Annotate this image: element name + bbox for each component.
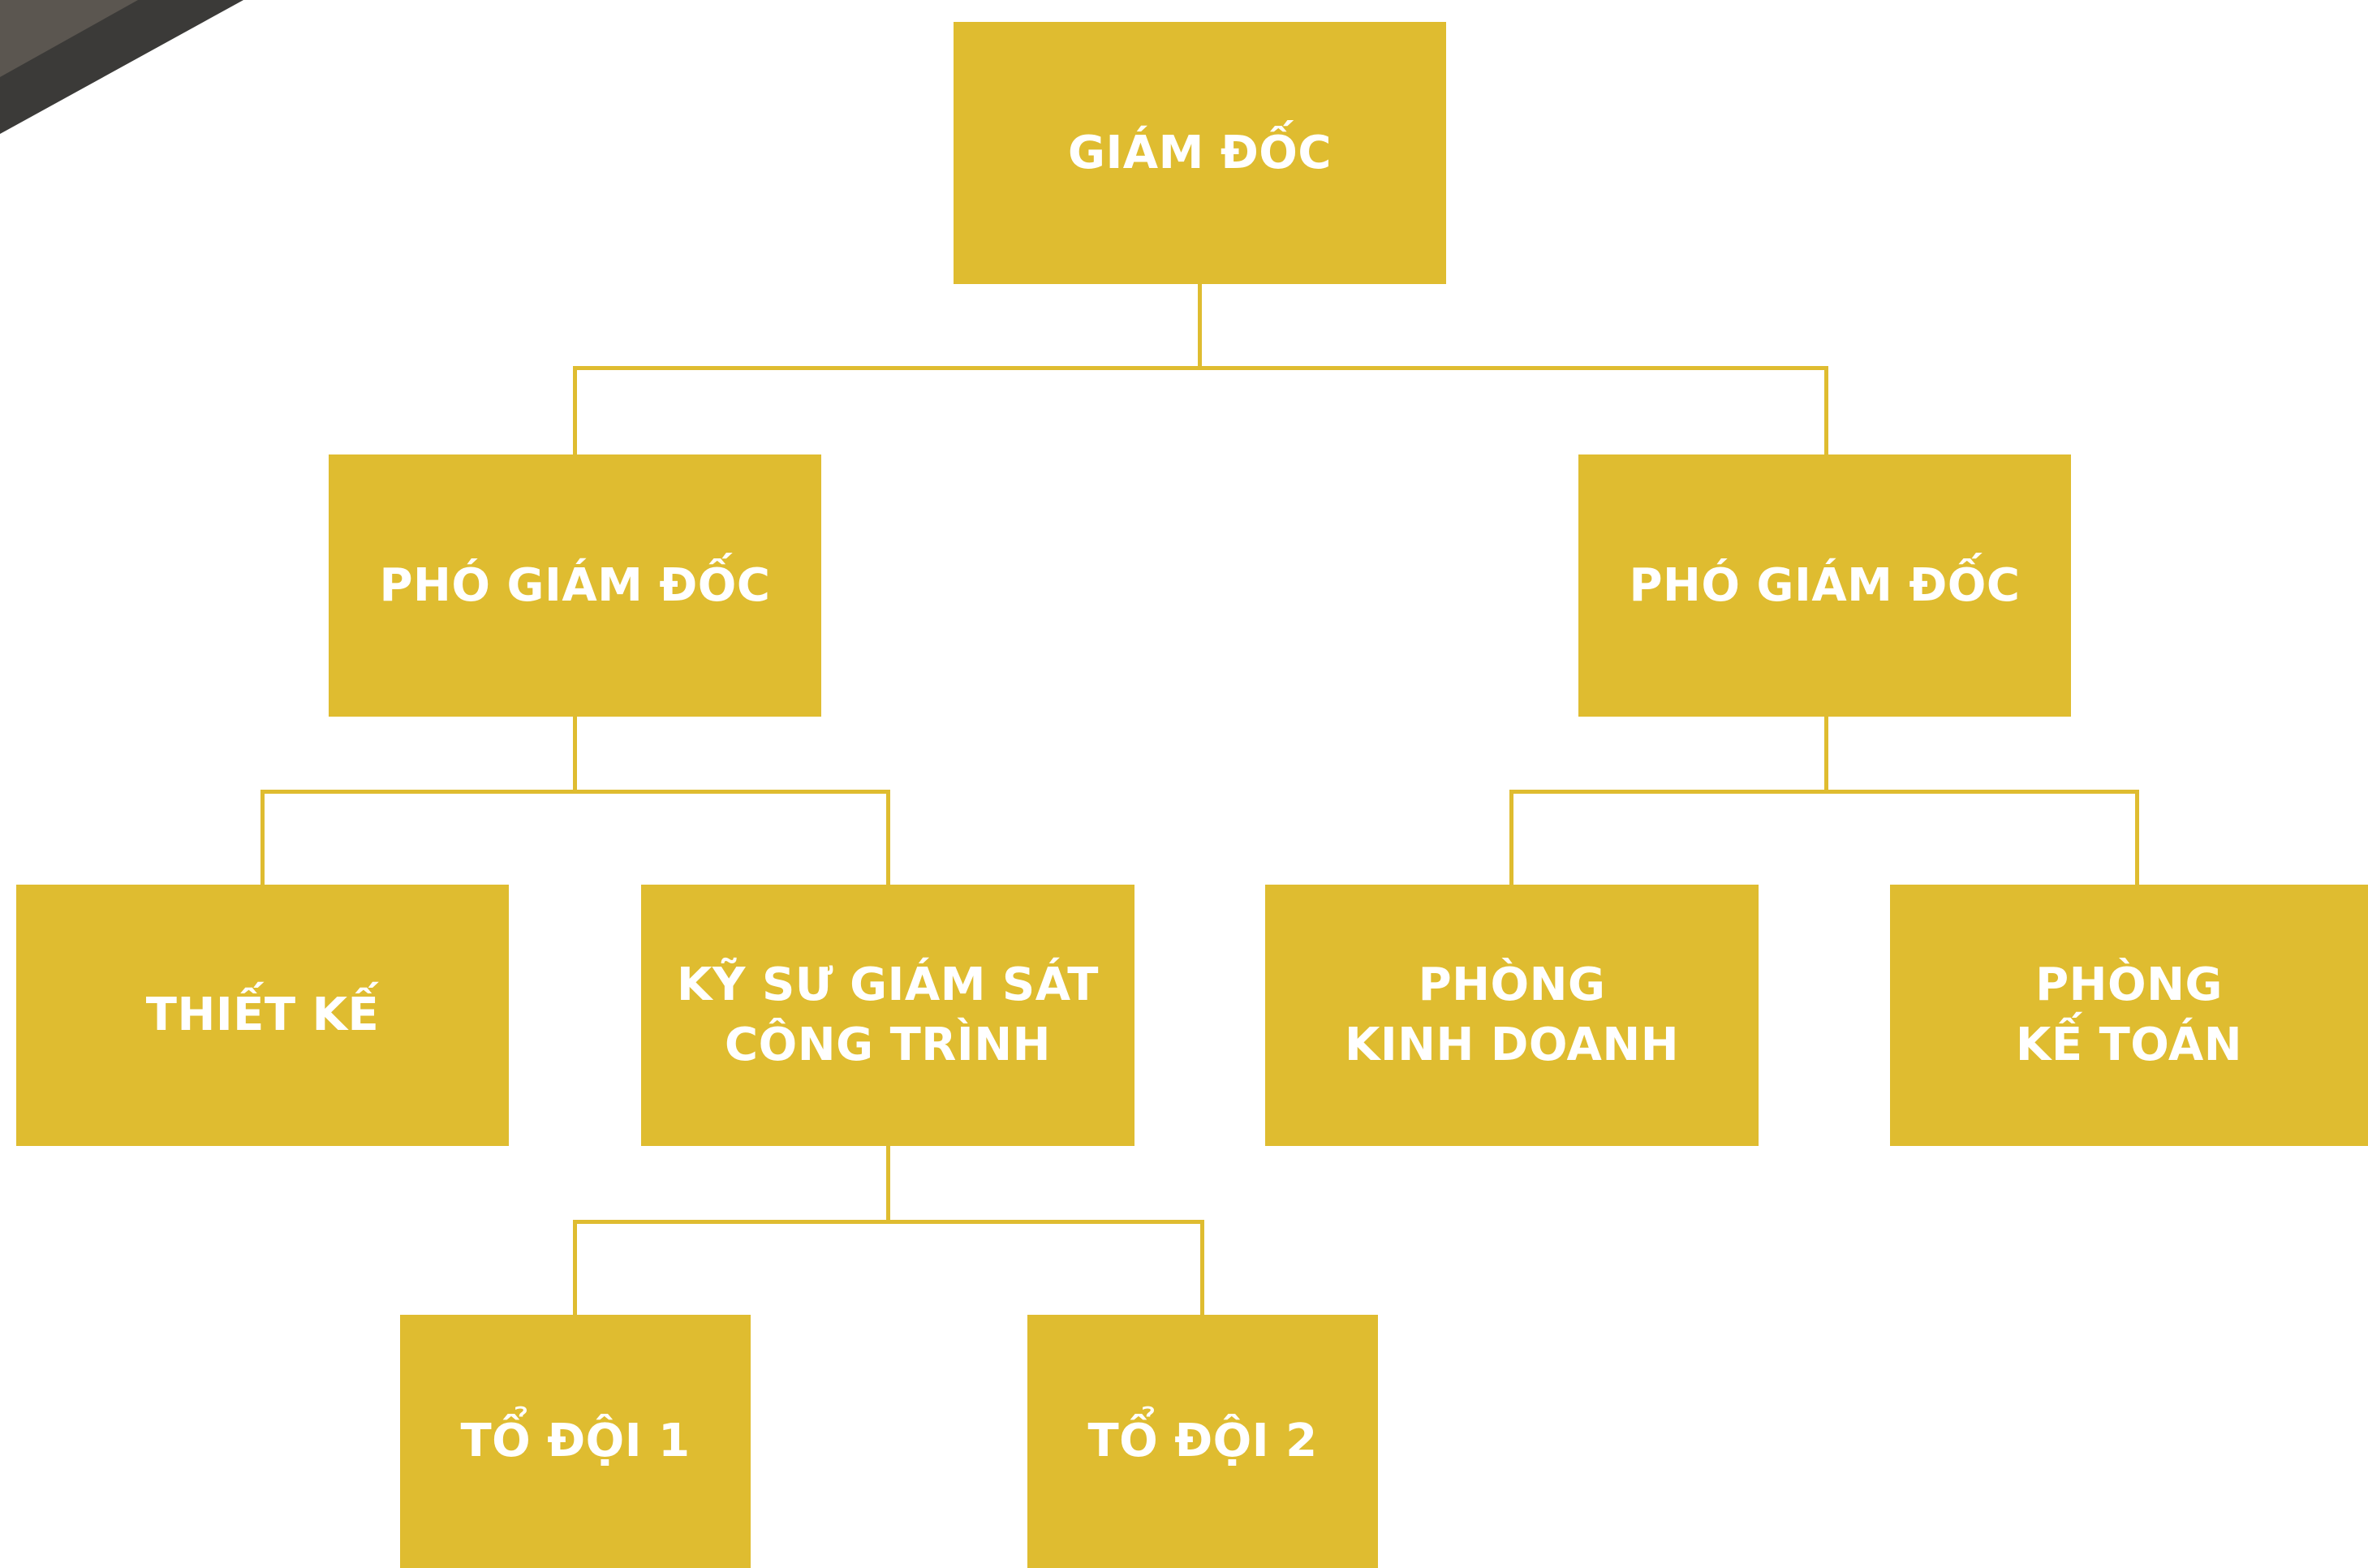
node-accounting-line2: KẾ TOÁN	[2015, 1019, 2243, 1071]
node-accounting-line1: PHÒNG	[2035, 958, 2223, 1011]
connector-to-deputy-left	[573, 366, 577, 455]
connector-to-team2	[1200, 1220, 1204, 1316]
connector-deputy-left-down	[573, 717, 577, 792]
node-supervisor-line1: KỸ SƯ GIÁM SÁT	[677, 958, 1099, 1011]
connector-deputy-right-down	[1824, 717, 1828, 792]
connector-level1-horizontal	[573, 366, 1828, 370]
connector-to-accounting	[2135, 790, 2139, 885]
node-sales-line2: KINH DOANH	[1344, 1019, 1680, 1071]
connector-supervisor-down	[886, 1146, 890, 1222]
node-deputy-director-left: PHÓ GIÁM ĐỐC	[329, 454, 821, 717]
node-supervisor-line2: CÔNG TRÌNH	[725, 1019, 1051, 1071]
connector-to-deputy-right	[1824, 366, 1828, 455]
node-design-label: THIẾT KẾ	[145, 989, 380, 1041]
connector-to-team1	[573, 1220, 577, 1316]
connector-to-design	[260, 790, 265, 885]
connector-level2-left-horizontal	[260, 790, 890, 794]
node-site-supervisor: KỸ SƯ GIÁM SÁT CÔNG TRÌNH	[641, 885, 1134, 1146]
node-sales-line1: PHÒNG	[1418, 958, 1606, 1011]
node-team-2: TỔ ĐỘI 2	[1027, 1315, 1378, 1568]
node-team-1: TỔ ĐỘI 1	[400, 1315, 751, 1568]
corner-photo-fragment	[0, 0, 243, 134]
node-deputy-left-label: PHÓ GIÁM ĐỐC	[379, 558, 771, 612]
node-deputy-director-right: PHÓ GIÁM ĐỐC	[1578, 454, 2071, 717]
connector-level2-right-horizontal	[1509, 790, 2139, 794]
node-director: GIÁM ĐỐC	[954, 22, 1446, 284]
connector-root-down	[1198, 284, 1202, 368]
connector-to-sales	[1509, 790, 1513, 885]
node-deputy-right-label: PHÓ GIÁM ĐỐC	[1629, 558, 2021, 612]
node-director-label: GIÁM ĐỐC	[1068, 126, 1332, 179]
node-accounting-department: PHÒNG KẾ TOÁN	[1890, 885, 2368, 1146]
node-design: THIẾT KẾ	[16, 885, 509, 1146]
connector-to-supervisor	[886, 790, 890, 885]
connector-level3-horizontal	[573, 1220, 1204, 1224]
node-team2-label: TỔ ĐỘI 2	[1087, 1415, 1318, 1467]
node-team1-label: TỔ ĐỘI 1	[460, 1415, 691, 1467]
node-sales-department: PHÒNG KINH DOANH	[1265, 885, 1759, 1146]
